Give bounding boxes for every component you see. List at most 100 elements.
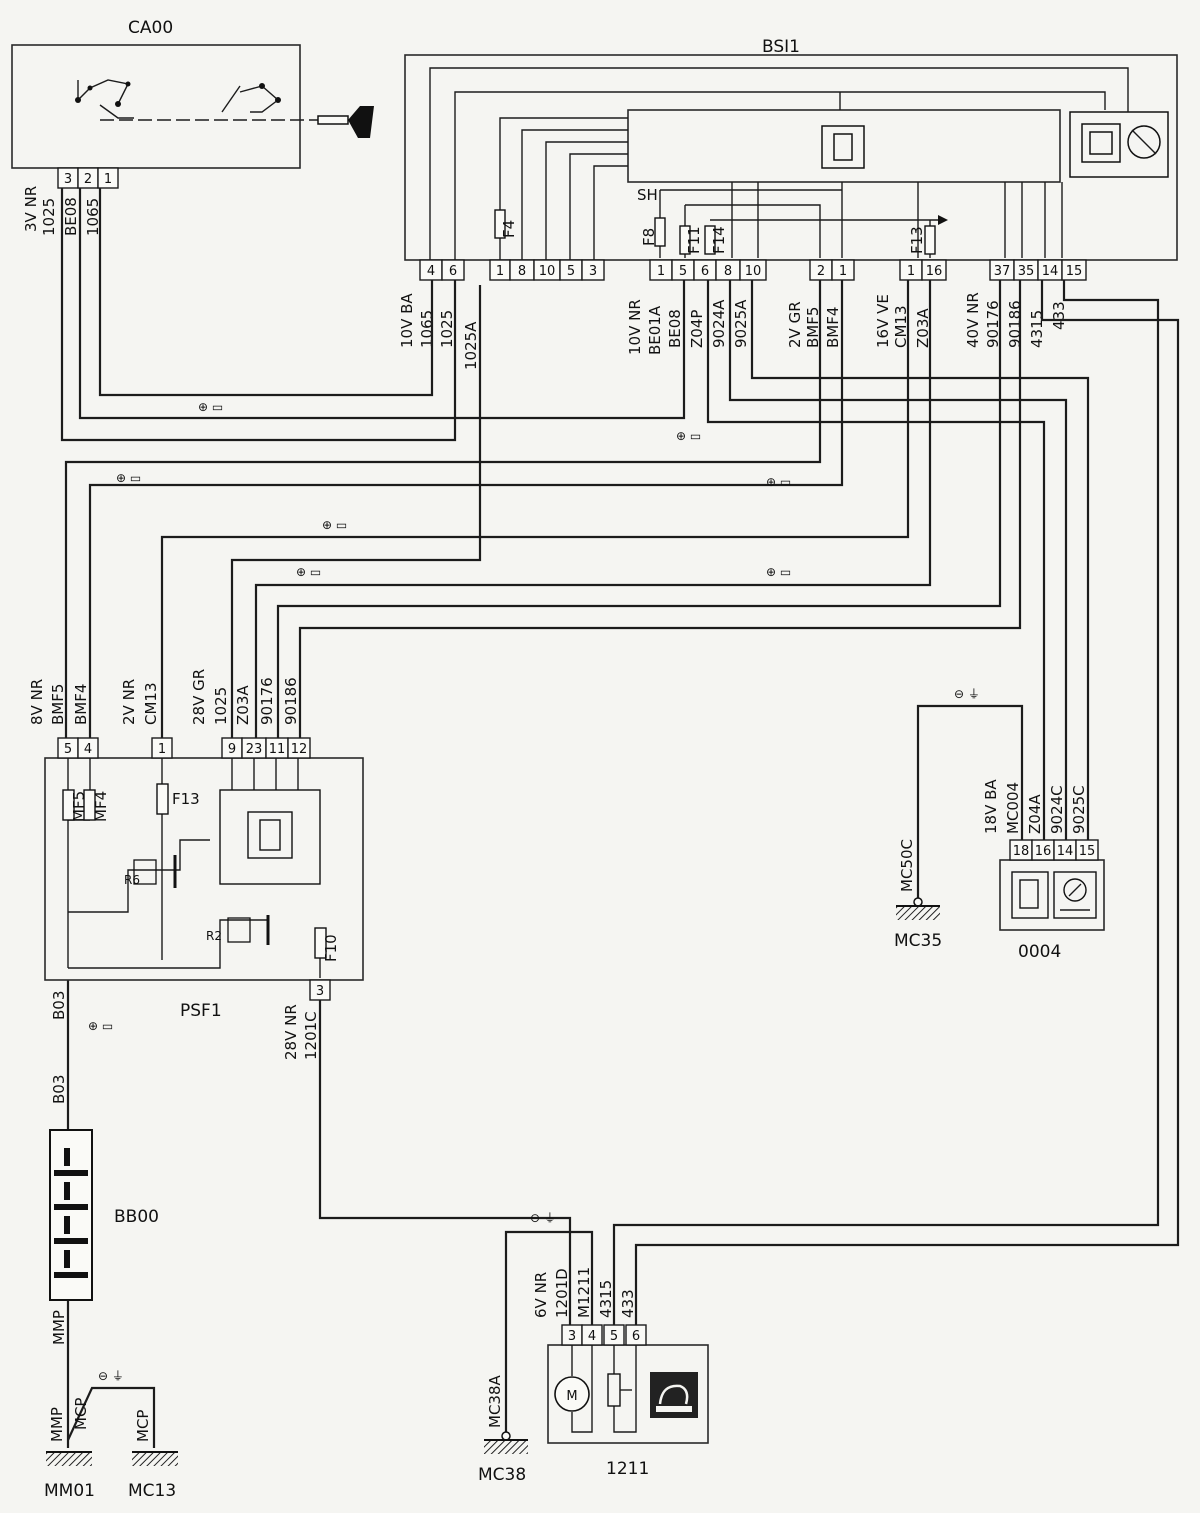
svg-text:3: 3 <box>316 984 324 999</box>
positive-marker-icon: ⊕ ▭ <box>676 429 701 443</box>
svg-text:MMP: MMP <box>48 1407 66 1442</box>
svg-text:1: 1 <box>496 264 504 279</box>
svg-text:9025A: 9025A <box>732 299 750 348</box>
svg-text:MC004: MC004 <box>1004 782 1022 834</box>
svg-text:2V GR: 2V GR <box>786 301 804 348</box>
gauge-module-icon <box>1069 111 1169 178</box>
svg-text:1025A: 1025A <box>462 321 480 370</box>
svg-text:433: 433 <box>1050 301 1068 330</box>
sh-label: SH <box>637 186 658 204</box>
svg-text:MCP: MCP <box>134 1410 152 1442</box>
svg-text:9025C: 9025C <box>1070 785 1088 834</box>
key-icon <box>317 106 374 138</box>
svg-text:6V NR: 6V NR <box>532 1272 550 1318</box>
positive-marker-icon: ⊕ ▭ <box>198 400 223 414</box>
svg-text:1: 1 <box>104 172 112 187</box>
svg-text:3: 3 <box>568 1329 576 1344</box>
bsi1-label: BSI1 <box>762 37 800 57</box>
svg-text:CM13: CM13 <box>892 305 910 348</box>
svg-text:14: 14 <box>1042 264 1059 279</box>
svg-text:15: 15 <box>1079 844 1096 859</box>
svg-text:MF5: MF5 <box>70 791 88 822</box>
svg-text:2: 2 <box>817 264 825 279</box>
svg-text:1: 1 <box>907 264 915 279</box>
svg-text:12: 12 <box>291 742 308 757</box>
i211-unit: 1211 3 4 5 6 6V NR 1201D M1211 4315 433 … <box>532 1267 709 1479</box>
svg-text:40V NR: 40V NR <box>964 292 982 348</box>
positive-marker-icon: ⊕ ▭ <box>766 475 791 489</box>
svg-text:4: 4 <box>427 264 435 279</box>
switch-contacts-icon <box>75 79 318 121</box>
svg-text:15: 15 <box>1066 264 1083 279</box>
ground-mm01: MMP MCP MM01 <box>44 1398 95 1501</box>
svg-text:B03: B03 <box>50 1075 68 1104</box>
svg-text:F4: F4 <box>500 220 518 238</box>
psf1-connector-8v: 5 4 <box>57 737 99 759</box>
svg-text:9024A: 9024A <box>710 299 728 348</box>
svg-text:6: 6 <box>632 1329 640 1344</box>
svg-text:10V BA: 10V BA <box>398 293 416 348</box>
svg-text:4315: 4315 <box>597 1280 615 1318</box>
psf1-connector-28v: 9 23 11 12 <box>221 737 311 759</box>
svg-text:MCP: MCP <box>72 1398 90 1430</box>
svg-text:90186: 90186 <box>1006 300 1024 348</box>
svg-text:MC50C: MC50C <box>898 839 916 892</box>
svg-text:Z03A: Z03A <box>914 308 932 348</box>
wire-label: 1065 <box>84 198 102 236</box>
svg-text:F11: F11 <box>685 226 703 254</box>
svg-text:MC35: MC35 <box>894 931 942 951</box>
svg-text:5: 5 <box>567 264 575 279</box>
svg-text:9: 9 <box>228 742 236 757</box>
svg-text:R6: R6 <box>124 873 140 887</box>
svg-text:28V NR: 28V NR <box>282 1004 300 1060</box>
wire-label: 1025 <box>40 198 58 236</box>
svg-text:4: 4 <box>588 1329 596 1344</box>
bsi1-connector-mid: 1 5 6 8 10 <box>649 259 767 281</box>
svg-text:F13: F13 <box>172 790 200 808</box>
svg-text:5: 5 <box>679 264 687 279</box>
svg-text:BE08: BE08 <box>666 309 684 348</box>
svg-text:10: 10 <box>539 264 556 279</box>
svg-text:Z04A: Z04A <box>1026 794 1044 834</box>
wire-harness <box>60 188 1180 1448</box>
psf1-label: PSF1 <box>180 1001 222 1021</box>
bsi1-connector-16v: 1 16 <box>899 259 947 281</box>
fuse-icon <box>494 209 936 255</box>
svg-text:9024C: 9024C <box>1048 785 1066 834</box>
svg-text:4: 4 <box>84 742 92 757</box>
ca00-switch: CA00 3 2 1 3V NR 1025 BE08 1065 <box>11 18 374 236</box>
svg-text:Z04P: Z04P <box>688 310 706 348</box>
svg-text:37: 37 <box>994 264 1011 279</box>
positive-marker-icon: ⊕ ▭ <box>116 471 141 485</box>
svg-text:MF4: MF4 <box>92 791 110 822</box>
svg-text:35: 35 <box>1018 264 1035 279</box>
svg-text:8V NR: 8V NR <box>28 679 46 725</box>
svg-text:90186: 90186 <box>282 677 300 725</box>
ca00-connector-label: 3V NR <box>22 186 40 232</box>
svg-text:MM01: MM01 <box>44 1481 95 1501</box>
svg-text:Z03A: Z03A <box>234 685 252 725</box>
svg-text:CM13: CM13 <box>142 682 160 725</box>
ca00-label: CA00 <box>128 18 173 38</box>
svg-text:6: 6 <box>449 264 457 279</box>
chip-icon <box>821 125 865 169</box>
svg-text:2: 2 <box>84 172 92 187</box>
ca00-connector: 3 2 1 <box>57 167 119 189</box>
o004-unit: 0004 18 16 14 15 18V BA MC004 Z04A 9024C… <box>982 779 1105 962</box>
svg-text:11: 11 <box>269 742 286 757</box>
bb00-label: BB00 <box>114 1207 159 1227</box>
svg-text:1065: 1065 <box>418 310 436 348</box>
potentiometer-icon <box>607 1345 637 1433</box>
svg-text:1: 1 <box>839 264 847 279</box>
svg-text:5: 5 <box>610 1329 618 1344</box>
positive-marker-icon: ⊕ ▭ <box>322 518 347 532</box>
svg-text:3: 3 <box>589 264 597 279</box>
ground-mc35: MC50C MC35 <box>894 839 942 951</box>
svg-text:16V VE: 16V VE <box>874 294 892 348</box>
svg-text:MMP: MMP <box>50 1310 68 1345</box>
svg-text:1025: 1025 <box>212 687 230 725</box>
i211-label: 1211 <box>606 1459 649 1479</box>
bsi1-connector-2v: 2 1 <box>809 259 855 281</box>
fuse-icon <box>62 783 327 959</box>
